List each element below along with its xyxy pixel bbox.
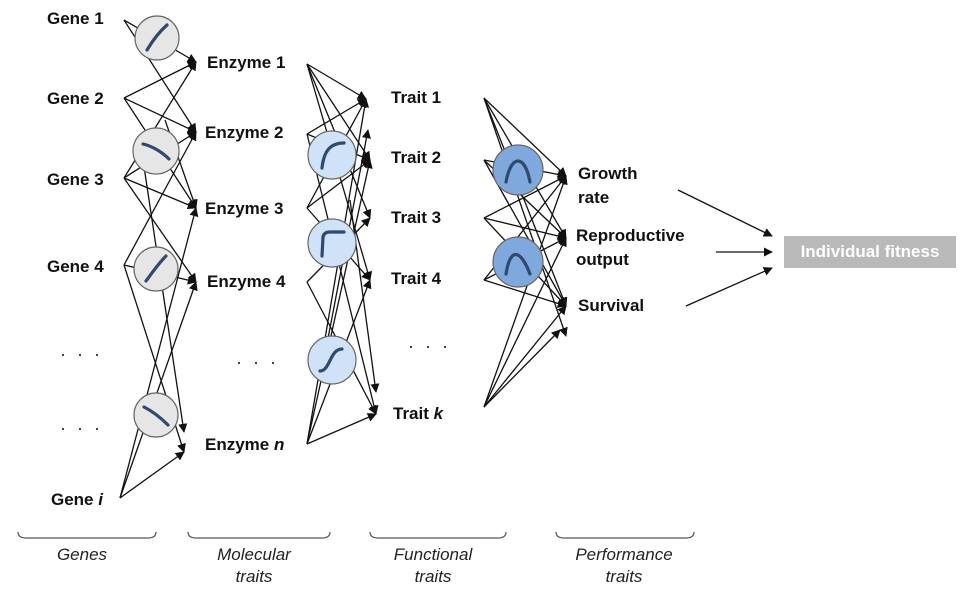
connection-arrow	[119, 281, 198, 499]
category-bracket	[187, 531, 331, 539]
connection-arrow	[306, 63, 367, 100]
connection-arrow	[306, 159, 373, 445]
category-bracket	[555, 531, 695, 539]
individual-fitness-box: Individual fitness	[784, 236, 956, 268]
trait-4-label: Trait 4	[391, 269, 442, 288]
enzyme-2-label: Enzyme 2	[205, 123, 284, 142]
enzyme-1-label: Enzyme 1	[207, 53, 286, 72]
connection-arrow	[483, 237, 567, 408]
category-bracket	[17, 531, 157, 539]
connection-arrow	[123, 177, 197, 283]
response-curve-icons	[132, 15, 544, 438]
trait-2-label: Trait 2	[391, 148, 442, 167]
trait-ellipsis: · · ·	[408, 336, 451, 356]
gene-ellipsis: · · ·	[60, 418, 103, 438]
linear-curve-icon	[133, 246, 179, 292]
hump-curve-icon	[492, 236, 544, 288]
gene-ellipsis: · · ·	[60, 344, 103, 364]
enzyme-ellipsis: · · ·	[236, 352, 279, 372]
connection-arrow	[119, 451, 185, 499]
connection-arrow	[483, 305, 567, 408]
category-brackets	[17, 531, 695, 539]
connection-arrow	[483, 97, 568, 307]
connection-arrow	[306, 98, 367, 135]
category-bracket	[369, 531, 507, 539]
decreasing-curve-icon	[133, 392, 179, 438]
survival-label: Survival	[578, 296, 645, 315]
connection-arrow	[677, 189, 773, 237]
gene-1-label: Gene 1	[47, 9, 104, 28]
gene-3-label: Gene 3	[47, 170, 104, 189]
connection-arrow	[483, 175, 568, 408]
trait-1-label: Trait 1	[391, 88, 442, 107]
connection-arrow	[123, 131, 197, 266]
hump-curve-icon	[492, 144, 544, 196]
trait-k-label: Trait k	[393, 404, 444, 423]
connection-arrow	[483, 329, 561, 408]
connection-arrow	[349, 199, 380, 393]
concave-curve-icon	[307, 130, 357, 180]
connection-arrow	[123, 177, 197, 210]
connection-arrow	[123, 61, 197, 99]
connection-arrow	[685, 267, 773, 307]
connection-arrow	[483, 97, 568, 337]
connection-arrow	[306, 133, 379, 415]
connection-arrow	[306, 413, 377, 445]
decreasing-curve-icon	[132, 127, 180, 175]
gene-4-label: Gene 4	[47, 257, 104, 276]
connection-arrow	[306, 63, 371, 161]
connection-arrow	[483, 175, 567, 219]
saturating-curve-icon	[307, 218, 357, 268]
trait-3-label: Trait 3	[391, 208, 442, 227]
category-genes: Genes	[56, 545, 108, 564]
enzyme-3-label: Enzyme 3	[205, 199, 284, 218]
gene-i-label: Gene i	[51, 490, 103, 509]
connection-arrow	[483, 97, 567, 177]
connection-arrow	[123, 97, 197, 133]
connection-arrow	[306, 159, 371, 209]
enzyme-n-label: Enzyme n	[205, 435, 285, 454]
gene-2-label: Gene 2	[47, 89, 104, 108]
enzyme-4-label: Enzyme 4	[207, 272, 286, 291]
sigmoid-curve-icon	[307, 335, 357, 385]
linear-curve-icon	[134, 15, 180, 61]
connection-arrow	[119, 207, 199, 499]
